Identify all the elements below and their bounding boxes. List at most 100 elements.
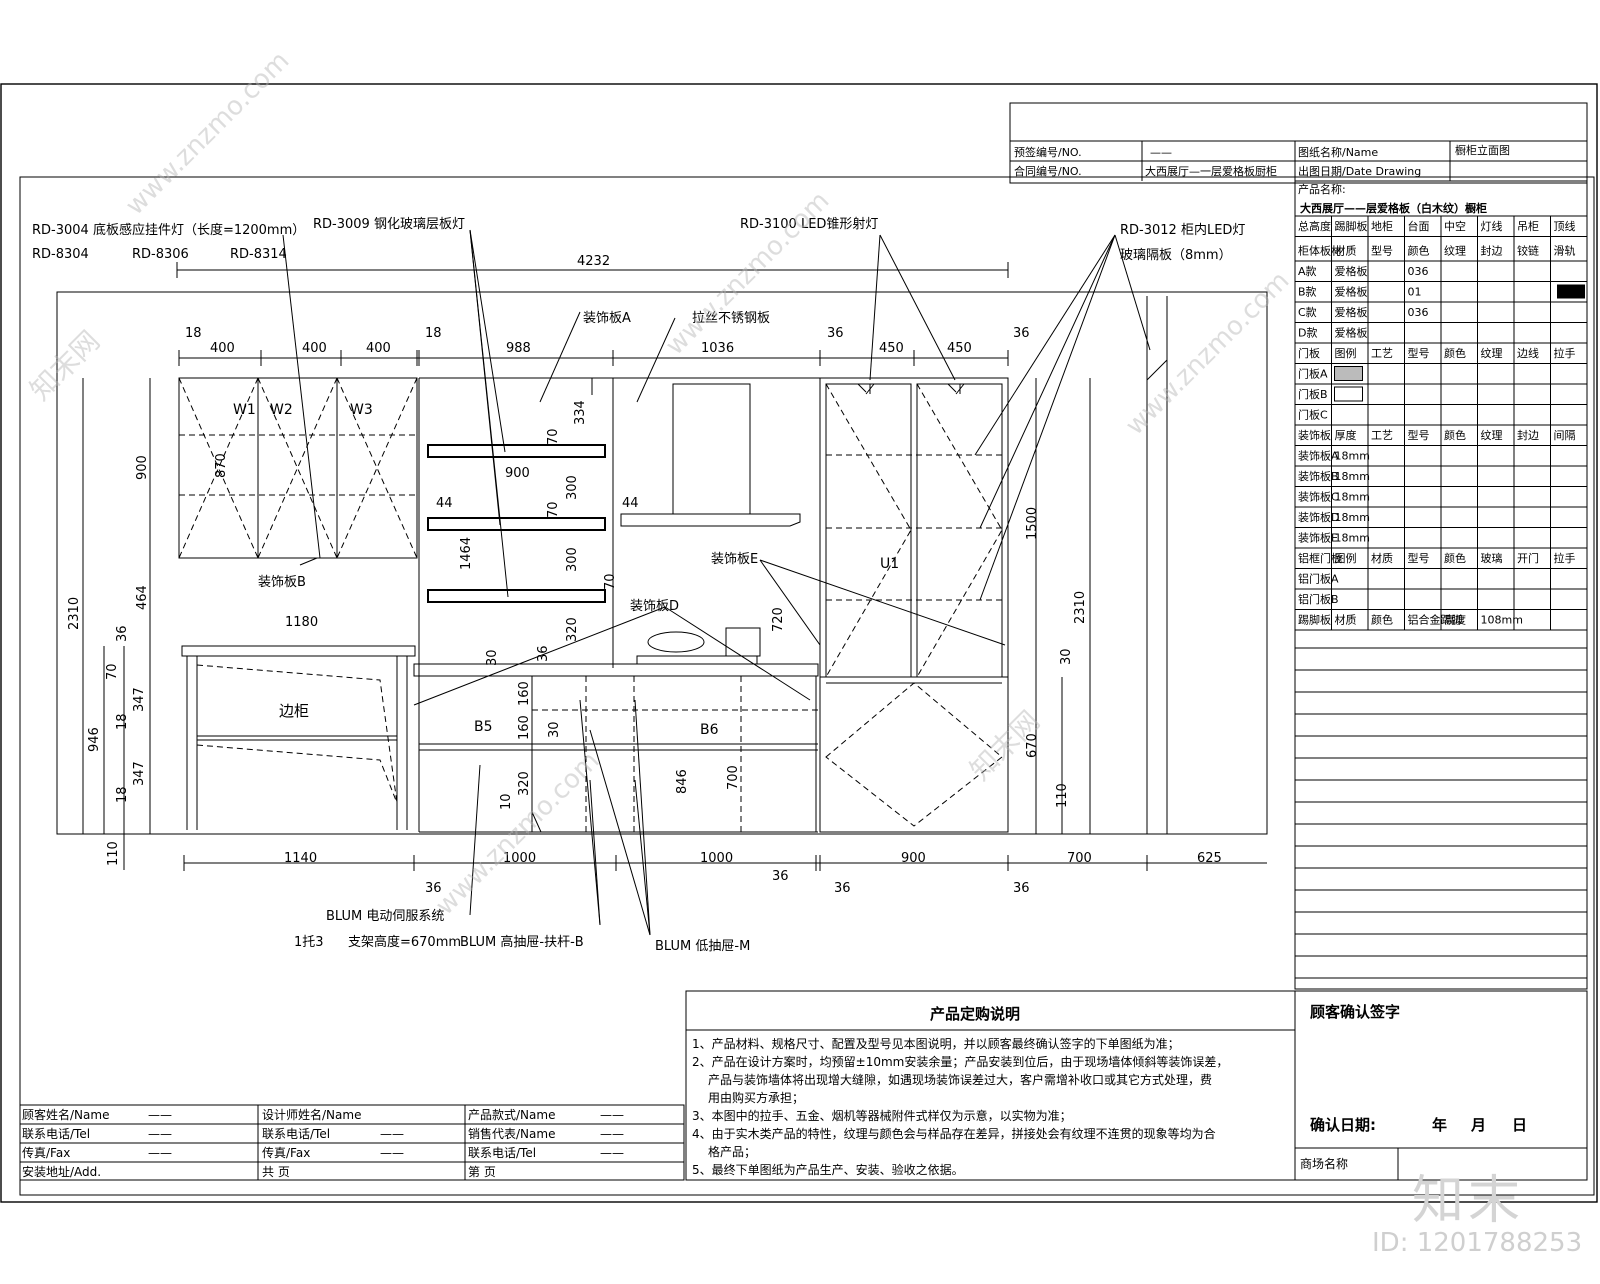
spec-cell: 铝门板A bbox=[1298, 572, 1339, 586]
title-block-header bbox=[1009, 102, 1588, 184]
label-blum-low-drawer: BLUM 低抽屉-M bbox=[655, 939, 750, 954]
info-cell: —— bbox=[600, 1127, 624, 1141]
spec-cell: 颜色 bbox=[1371, 613, 1393, 627]
label-rd3100: RD-3100 LED锥形射灯 bbox=[740, 216, 878, 232]
spec-cell: 灯线 bbox=[1481, 219, 1503, 233]
wall-outline bbox=[56, 291, 1268, 835]
sign-title: 顾客确认签字 bbox=[1310, 1003, 1400, 1021]
dim: 1036 bbox=[701, 341, 734, 356]
dim: 450 bbox=[879, 341, 904, 356]
spec-cell: 铰链 bbox=[1517, 244, 1539, 258]
sign-date-label: 确认日期: bbox=[1310, 1116, 1376, 1134]
note-1: 1、产品材料、规格尺寸、配置及型号见本图说明，并以顾客最终确认签字的下单图纸为准… bbox=[692, 1036, 1180, 1051]
spec-cell: 装饰板B bbox=[1298, 469, 1339, 483]
dim: 44 bbox=[436, 496, 453, 511]
info-cell: 联系电话/Tel bbox=[22, 1127, 90, 1141]
spec-cell: 工艺 bbox=[1371, 347, 1393, 360]
sign-day: 日 bbox=[1512, 1116, 1527, 1134]
pot bbox=[725, 627, 761, 657]
info-cell: 传真/Fax bbox=[262, 1145, 310, 1160]
spec-cell: 型号 bbox=[1371, 244, 1393, 258]
dim: 320 bbox=[517, 771, 532, 796]
info-cell: —— bbox=[148, 1146, 172, 1160]
label-w3: W3 bbox=[350, 402, 373, 418]
spec-cell: 型号 bbox=[1408, 346, 1430, 360]
info-cell: 传真/Fax bbox=[22, 1145, 70, 1160]
label-rd8306: RD-8306 bbox=[132, 247, 189, 262]
spec-cell: 工艺 bbox=[1371, 429, 1393, 442]
label-b5: B5 bbox=[474, 719, 493, 735]
spec-cell: 踢脚板 bbox=[1298, 613, 1331, 627]
note-3: 3、本图中的拉手、五金、烟机等器械附件式样仅为示意，以实物为准； bbox=[692, 1108, 1072, 1123]
info-cell: 销售代表/Name bbox=[468, 1126, 555, 1141]
glass-shelf-1 bbox=[427, 444, 606, 458]
dim-total-width: 4232 bbox=[577, 254, 610, 269]
spec-cell: 装饰板D bbox=[1298, 510, 1339, 524]
spotlight-left bbox=[857, 383, 875, 395]
dim: 160 bbox=[517, 681, 532, 706]
dim: 450 bbox=[947, 341, 972, 356]
dim: 30 bbox=[485, 649, 500, 666]
dim: 44 bbox=[622, 496, 639, 511]
dim: 700 bbox=[726, 765, 741, 790]
dim: 700 bbox=[1067, 851, 1092, 866]
spec-cell: 爱格板 bbox=[1335, 264, 1368, 278]
label-1to3: 1托3 bbox=[294, 935, 324, 950]
dim: 300 bbox=[565, 547, 580, 572]
spec-cell: 18mm bbox=[1335, 511, 1370, 524]
spec-cell: 门板A bbox=[1298, 367, 1328, 381]
spec-cell: 爱格板 bbox=[1335, 305, 1368, 319]
info-cell: 安装地址/Add. bbox=[22, 1164, 101, 1179]
note-2c: 用由购买方承担； bbox=[708, 1090, 804, 1105]
spec-cell: 顶线 bbox=[1554, 219, 1576, 233]
wok bbox=[647, 631, 705, 653]
dim: 110 bbox=[1055, 783, 1070, 808]
label-w1: W1 bbox=[233, 402, 256, 418]
tb-date-label: 出图日期/Date Drawing bbox=[1298, 164, 1421, 178]
label-rd3012: RD-3012 柜内LED灯 bbox=[1120, 222, 1245, 238]
dim: 900 bbox=[901, 851, 926, 866]
note-2: 2、产品在设计方案时，均预留±10mm安装余量；产品安装到位后，由于现场墙体倾斜… bbox=[692, 1054, 1228, 1069]
dim: 36 bbox=[1013, 326, 1030, 341]
spec-cell: 踢脚板 bbox=[1335, 219, 1368, 233]
label-b6: B6 bbox=[700, 722, 719, 738]
spec-cell: 边线 bbox=[1517, 346, 1539, 360]
spec-cell: C款 bbox=[1298, 305, 1317, 319]
dim: 1140 bbox=[284, 851, 317, 866]
spec-cell: 装饰板 bbox=[1298, 428, 1331, 442]
spec-cell: 18mm bbox=[1335, 491, 1370, 504]
dim: 846 bbox=[675, 769, 690, 794]
label-steel-panel: 拉丝不锈钢板 bbox=[692, 311, 770, 326]
spec-cell: 颜色 bbox=[1444, 551, 1466, 565]
upper-cabinet bbox=[178, 377, 418, 559]
spec-cell: 爱格板 bbox=[1335, 326, 1368, 340]
spec-cell: 装饰板E bbox=[1298, 531, 1338, 545]
label-blum-high-drawer: BLUM 高抽屉-扶杆-B bbox=[460, 934, 584, 950]
label-blum-servo: BLUM 电动伺服系统 bbox=[326, 909, 444, 924]
note-4b: 格产品； bbox=[708, 1144, 756, 1159]
door-b-swatch bbox=[1334, 366, 1363, 381]
spec-cell: 封边 bbox=[1517, 428, 1539, 442]
range-hood-chimney bbox=[672, 383, 751, 515]
tb-sign-no-label: 预签编号/NO. bbox=[1014, 145, 1082, 159]
cooktop bbox=[636, 655, 758, 665]
note-2b: 产品与装饰墙体将出现增大缝隙，如遇现场装饰误差过大，客户需增补收口或其它方式处理… bbox=[708, 1072, 1212, 1087]
dim: 70 bbox=[546, 428, 561, 445]
info-cell: —— bbox=[148, 1127, 172, 1141]
spec-cell: 纹理 bbox=[1481, 428, 1503, 442]
dim: 1180 bbox=[285, 615, 318, 630]
door-c-swatch bbox=[1334, 386, 1363, 402]
tb-drawing-name-value: 橱柜立面图 bbox=[1455, 143, 1510, 157]
info-cell: 联系电话/Tel bbox=[468, 1146, 536, 1160]
spec-cell: 门板B bbox=[1298, 387, 1328, 401]
spec-cell: 厚度 bbox=[1335, 428, 1357, 442]
dim: 300 bbox=[565, 475, 580, 500]
spec-cell: 型号 bbox=[1408, 428, 1430, 442]
dim: 347 bbox=[132, 687, 147, 712]
dim: 36 bbox=[772, 869, 789, 884]
spec-cell: 开门 bbox=[1517, 551, 1539, 565]
dim: 400 bbox=[302, 341, 327, 356]
spec-cell: 036 bbox=[1408, 265, 1429, 278]
outer-frame bbox=[0, 83, 1598, 1203]
dim: 36 bbox=[115, 625, 130, 642]
